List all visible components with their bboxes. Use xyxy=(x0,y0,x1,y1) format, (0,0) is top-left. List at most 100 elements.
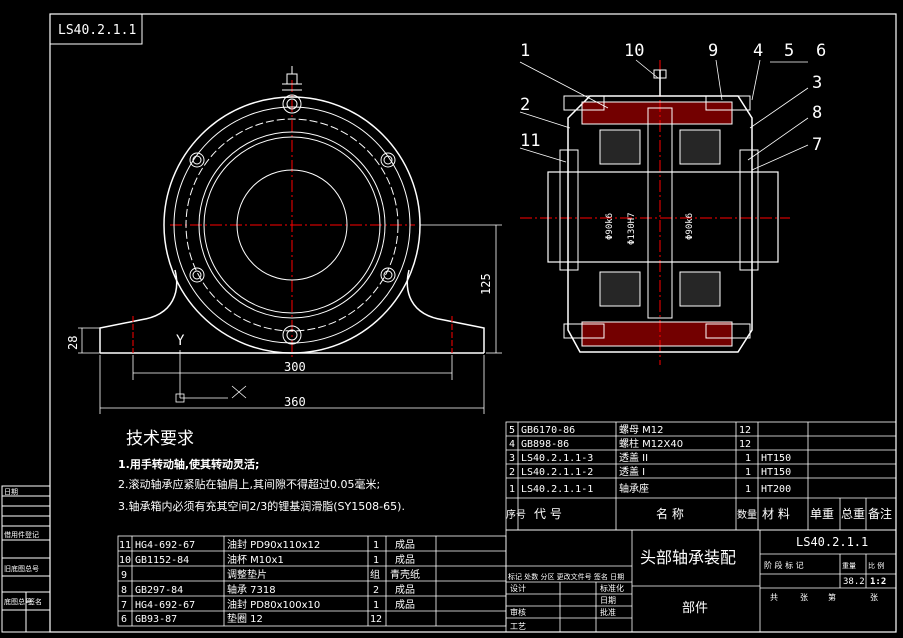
pr-qty-4: 1 xyxy=(745,484,751,495)
balloon-1: 1 xyxy=(520,41,530,61)
pl-name-5: 垫圈 12 xyxy=(227,612,263,625)
balloon-2: 2 xyxy=(520,95,530,115)
pl-qty-1: 1 xyxy=(373,555,379,566)
pl-note-4: 成品 xyxy=(395,599,415,611)
leader-lines xyxy=(519,59,809,171)
title-block xyxy=(505,529,897,633)
pl-code-3: GB297-84 xyxy=(135,585,183,596)
front-dimensions xyxy=(78,224,502,414)
pl-code-4: HG4-692-67 xyxy=(135,600,195,611)
title-sheet-0: 共 xyxy=(770,593,778,602)
parts-right-rows: 5 GB6170-86 螺母 M12 12 4 GB898-86 螺柱 M12X… xyxy=(509,424,791,495)
title-code: LS40.2.1.1 xyxy=(796,535,868,549)
pl-no-1: 10 xyxy=(119,555,131,566)
pr-no-3: 2 xyxy=(509,467,515,478)
title-sheet-1: 张 xyxy=(800,593,808,602)
pr-no-0: 5 xyxy=(509,425,515,436)
title-part-label: 部件 xyxy=(682,601,708,616)
tech-item-2: 2.滚动轴承应紧贴在轴肩上,其间隙不得超过0.05毫米; xyxy=(118,477,380,491)
balloon-3: 3 xyxy=(812,73,822,93)
pl-no-3: 8 xyxy=(121,585,127,596)
title-stage-2: 比 例 xyxy=(868,561,884,570)
title-role-1: 审核 xyxy=(510,607,526,617)
pr-mat-2: HT150 xyxy=(761,453,791,464)
pl-name-0: 油封 PD90x110x12 xyxy=(227,538,320,551)
parts-left-rows: 11 HG4-692-67 油封 PD90x110x12 1 成品 10 GB1… xyxy=(119,538,420,625)
hdr-code: 代 号 xyxy=(534,507,562,521)
pl-note-0: 成品 xyxy=(395,539,415,551)
tech-item-1: 1.用手转动轴,使其转动灵活; xyxy=(118,457,259,471)
shaft-dia-2: Φ90k6 xyxy=(685,213,695,240)
pr-mat-4: HT200 xyxy=(761,484,791,495)
bolt-holes xyxy=(189,94,396,345)
balloon-7: 7 xyxy=(812,135,822,155)
hdr-name: 名 称 xyxy=(656,506,684,521)
pr-code-1: GB898-86 xyxy=(521,439,569,450)
pl-name-2: 调整垫片 xyxy=(227,568,267,581)
pr-name-1: 螺柱 M12X40 xyxy=(619,437,683,450)
pl-qty-4: 1 xyxy=(373,600,379,611)
hdr-note: 备注 xyxy=(868,506,892,521)
pl-qty-3: 2 xyxy=(373,585,379,596)
corner-code: LS40.2.1.1 xyxy=(58,23,136,38)
title-sheet-2: 第 xyxy=(828,592,836,602)
tech-title: 技术要求 xyxy=(126,429,194,449)
pl-note-2: 青壳纸 xyxy=(390,568,420,581)
pl-name-4: 油封 PD80x100x10 xyxy=(227,598,320,611)
balloon-5: 5 xyxy=(784,41,794,61)
pr-code-3: LS40.2.1.1-2 xyxy=(521,467,593,478)
dim-125: 125 xyxy=(479,273,493,295)
pl-note-1: 成品 xyxy=(395,554,415,566)
front-view xyxy=(99,66,485,360)
side-label-3: 签名 xyxy=(28,597,42,606)
axis-y-label: Y xyxy=(176,333,185,349)
pl-qty-0: 1 xyxy=(373,540,379,551)
pr-code-0: GB6170-86 xyxy=(521,425,575,436)
pr-qty-0: 12 xyxy=(739,425,751,436)
balloon-4: 4 xyxy=(753,41,763,61)
dim-300: 300 xyxy=(284,360,306,374)
dim-360: 360 xyxy=(284,395,306,409)
pr-name-0: 螺母 M12 xyxy=(619,424,664,436)
title-mass: 38.2 xyxy=(843,577,865,587)
pl-qty-2: 组 xyxy=(370,568,380,581)
title-main: 头部轴承装配 xyxy=(640,548,736,567)
title-role-2: 工艺 xyxy=(510,622,526,631)
side-label-0: 借用件登记 xyxy=(4,530,39,539)
balloon-11: 11 xyxy=(520,131,540,151)
balloon-8: 8 xyxy=(812,103,822,123)
pr-qty-3: 1 xyxy=(745,467,751,478)
shaft-dia-0: Φ90k6 xyxy=(605,213,615,240)
pl-code-1: GB1152-84 xyxy=(135,555,189,566)
pr-no-2: 3 xyxy=(509,453,515,464)
side-label-2: 底图总号 xyxy=(4,597,32,606)
title-scale: 1:2 xyxy=(870,577,886,587)
parts-table-left xyxy=(117,535,507,627)
dim-28: 28 xyxy=(66,336,80,350)
hdr-qty: 数量 xyxy=(737,508,757,521)
title-mid-2: 批准 xyxy=(600,607,616,617)
title-stage-1: 重量 xyxy=(842,562,856,570)
pr-no-4: 1 xyxy=(509,484,515,495)
title-revision-headers: 标记 处数 分区 更改文件号 签名 日期 xyxy=(508,572,624,581)
pl-name-3: 轴承 7318 xyxy=(227,583,276,596)
pl-code-0: HG4-692-67 xyxy=(135,540,195,551)
pr-no-1: 4 xyxy=(509,439,515,450)
parts-header: 序号 代 号 名 称 数量 材 料 单重 总重 备注 xyxy=(506,506,892,521)
hdr-unit: 单重 xyxy=(810,507,834,521)
balloon-6: 6 xyxy=(816,41,826,61)
pl-note-3: 成品 xyxy=(395,584,415,596)
code-box xyxy=(49,13,143,45)
tech-item-3: 3.轴承箱内必须有充其空间2/3的锂基润滑脂(SY1508-65). xyxy=(118,499,405,513)
pl-no-5: 6 xyxy=(121,614,127,625)
balloon-10: 10 xyxy=(624,41,644,61)
title-mid-0: 标准化 xyxy=(600,583,624,593)
section-view xyxy=(520,60,790,365)
balloon-9: 9 xyxy=(708,41,718,61)
pr-code-4: LS40.2.1.1-1 xyxy=(521,484,593,495)
ucs-axes xyxy=(175,350,247,403)
pl-no-0: 11 xyxy=(119,540,131,551)
hdr-total: 总重 xyxy=(841,507,865,521)
pr-mat-3: HT150 xyxy=(761,467,791,478)
pl-no-4: 7 xyxy=(121,600,127,611)
